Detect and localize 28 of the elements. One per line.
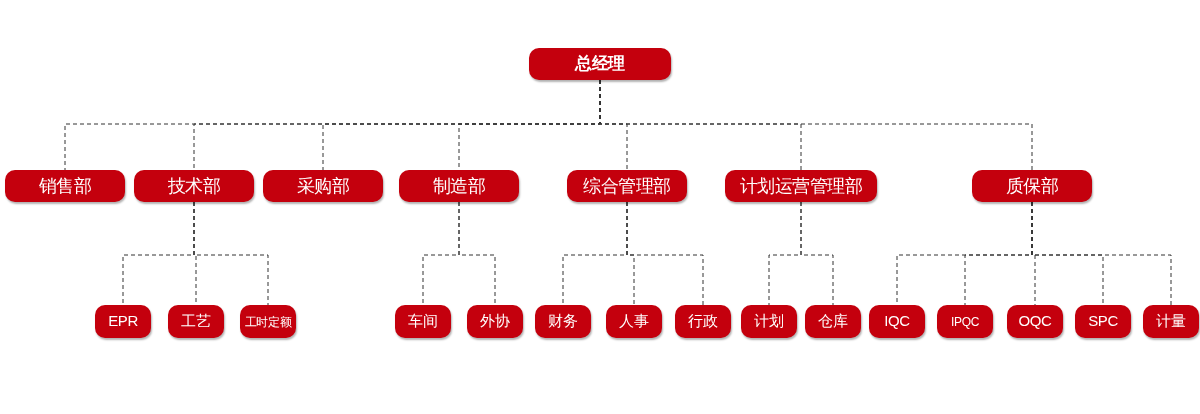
org-unit-box: 总经理 (529, 48, 671, 80)
org-unit-box: 计划 (741, 305, 797, 338)
org-unit-box: IQC (869, 305, 925, 338)
org-unit-box: 工艺 (168, 305, 224, 338)
org-unit-box: 工时定额 (240, 305, 296, 338)
org-unit-box: 计划运营管理部 (725, 170, 877, 202)
org-unit-box: EPR (95, 305, 151, 338)
connector-line (193, 201, 269, 306)
org-unit-box: 综合管理部 (567, 170, 687, 202)
org-unit-box: 质保部 (972, 170, 1092, 202)
connector-line (458, 201, 496, 306)
connector-line (626, 201, 704, 306)
org-unit-box: 财务 (535, 305, 591, 338)
connector-line (800, 201, 834, 306)
org-unit-box: 车间 (395, 305, 451, 338)
org-unit-box: IPQC (937, 305, 993, 338)
org-unit-box: OQC (1007, 305, 1063, 338)
org-unit-box: SPC (1075, 305, 1131, 338)
org-unit-box: 制造部 (399, 170, 519, 202)
org-unit-box: 仓库 (805, 305, 861, 338)
org-unit-box: 采购部 (263, 170, 383, 202)
org-unit-box: 人事 (606, 305, 662, 338)
org-unit-box: 销售部 (5, 170, 125, 202)
org-unit-box: 技术部 (134, 170, 254, 202)
connector-line (1031, 201, 1172, 306)
org-unit-box: 外协 (467, 305, 523, 338)
org-unit-box: 计量 (1143, 305, 1199, 338)
org-unit-box: 行政 (675, 305, 731, 338)
